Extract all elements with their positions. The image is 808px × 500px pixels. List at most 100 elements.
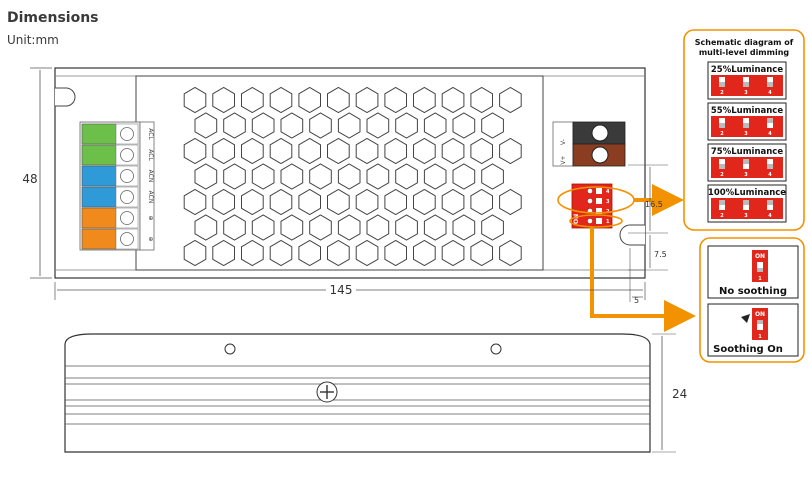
vent-hole: [327, 239, 350, 267]
vent-hex-grid: [183, 86, 522, 267]
dip-toggle: [587, 218, 593, 224]
vent-hole: [384, 86, 407, 114]
vent-hole: [470, 188, 493, 216]
vent-hole: [481, 163, 504, 190]
vent-hole: [327, 188, 350, 216]
screw-icon: [120, 127, 134, 141]
vent-hole: [223, 163, 246, 190]
vent-hole: [280, 214, 304, 241]
mounting-hole: [224, 343, 236, 355]
vent-hole: [251, 112, 275, 139]
soothing-on-switch-number: 1: [758, 334, 762, 340]
page-title: Dimensions: [7, 10, 99, 26]
terminal-label: ⊕: [147, 215, 154, 220]
vent-hole: [194, 214, 218, 241]
mounting-hole: [490, 343, 502, 355]
vent-hole: [395, 214, 418, 241]
dim-16-5: 16.5: [645, 200, 663, 209]
vent-hole: [269, 137, 293, 165]
screw-icon: [591, 146, 609, 164]
vent-hole: [212, 86, 235, 114]
switch-number: 3: [744, 90, 748, 96]
vent-hole: [212, 137, 235, 165]
screw-icon: [120, 169, 134, 183]
vent-hole: [327, 86, 350, 114]
unit-label: Unit:mm: [7, 33, 59, 47]
vent-hole: [241, 86, 264, 114]
vent-hole: [280, 112, 304, 139]
vent-hole: [241, 188, 264, 216]
vent-hole: [280, 163, 304, 190]
vent-hole: [337, 163, 361, 190]
luminance-label: 75%Luminance: [711, 147, 783, 157]
terminal-label: ⊕: [147, 236, 154, 241]
dimming-diagram-panel: Schematic diagram of multi-level dimming…: [683, 29, 805, 231]
vent-hole: [355, 137, 379, 165]
vent-hole: [241, 239, 264, 267]
vent-hole: [298, 86, 321, 114]
vent-hole: [212, 239, 235, 267]
vent-hole: [269, 239, 293, 267]
soothing-diagram-panel: ON 1 No soothing ON 1 Soothing On: [699, 237, 805, 363]
vent-hole: [355, 86, 379, 114]
dip-toggle: [596, 208, 602, 214]
vent-hole: [423, 112, 447, 139]
terminal-label: ACN: [147, 191, 154, 204]
vent-hole: [241, 137, 264, 165]
vent-hole: [441, 188, 465, 216]
no-soothing-on-label: ON: [755, 253, 765, 260]
vent-hole: [441, 239, 465, 267]
input-terminal: [81, 165, 117, 187]
vent-hole: [384, 137, 407, 165]
vent-hole: [395, 112, 418, 139]
no-soothing-switch-number: 1: [758, 276, 762, 282]
vent-hole: [355, 239, 379, 267]
pointer-arrow-icon: [724, 314, 750, 338]
vent-hole: [298, 188, 321, 216]
dip-toggle: [587, 188, 593, 194]
dimming-panel-subtitle: multi-level dimming: [699, 48, 790, 57]
vent-hole: [452, 112, 476, 139]
vent-hole: [309, 163, 332, 190]
vent-hole: [470, 239, 493, 267]
vent-hole: [298, 239, 321, 267]
vent-hole: [183, 188, 207, 216]
screw-icon: [120, 148, 134, 162]
switch-number: 2: [720, 131, 724, 137]
arrow-to-soothing-panel: [590, 227, 696, 332]
vent-hole: [481, 214, 504, 241]
vent-hole: [355, 188, 379, 216]
vent-hole: [269, 188, 293, 216]
vent-hole: [384, 188, 407, 216]
switch-number: 4: [768, 172, 772, 178]
dip-number: 4: [606, 189, 610, 195]
no-soothing-label: No soothing: [719, 286, 787, 297]
switch-number: 4: [768, 213, 772, 219]
input-terminal: [81, 123, 117, 145]
vent-hole: [269, 86, 293, 114]
output-terminal-block: V- V+: [552, 121, 626, 167]
input-terminal: [81, 186, 117, 208]
terminal-label: ACN: [147, 170, 154, 183]
switch-number: 2: [720, 213, 724, 219]
mounting-slot-left: [55, 87, 76, 107]
side-housing: [64, 333, 651, 453]
dip-toggle: [596, 218, 602, 224]
vent-hole: [452, 163, 476, 190]
vent-hole: [194, 163, 218, 190]
vent-hole: [413, 239, 436, 267]
vent-hole: [251, 214, 275, 241]
vent-hole: [366, 214, 390, 241]
vent-hole: [499, 239, 522, 267]
dip-number: 3: [606, 199, 610, 205]
input-terminal: [81, 228, 117, 250]
vent-hole: [413, 188, 436, 216]
terminal-label: ACL: [147, 128, 154, 140]
vent-hole: [423, 214, 447, 241]
vent-hole: [413, 137, 436, 165]
dip-on-label: ON: [573, 214, 580, 224]
luminance-label: 25%Luminance: [711, 65, 783, 75]
